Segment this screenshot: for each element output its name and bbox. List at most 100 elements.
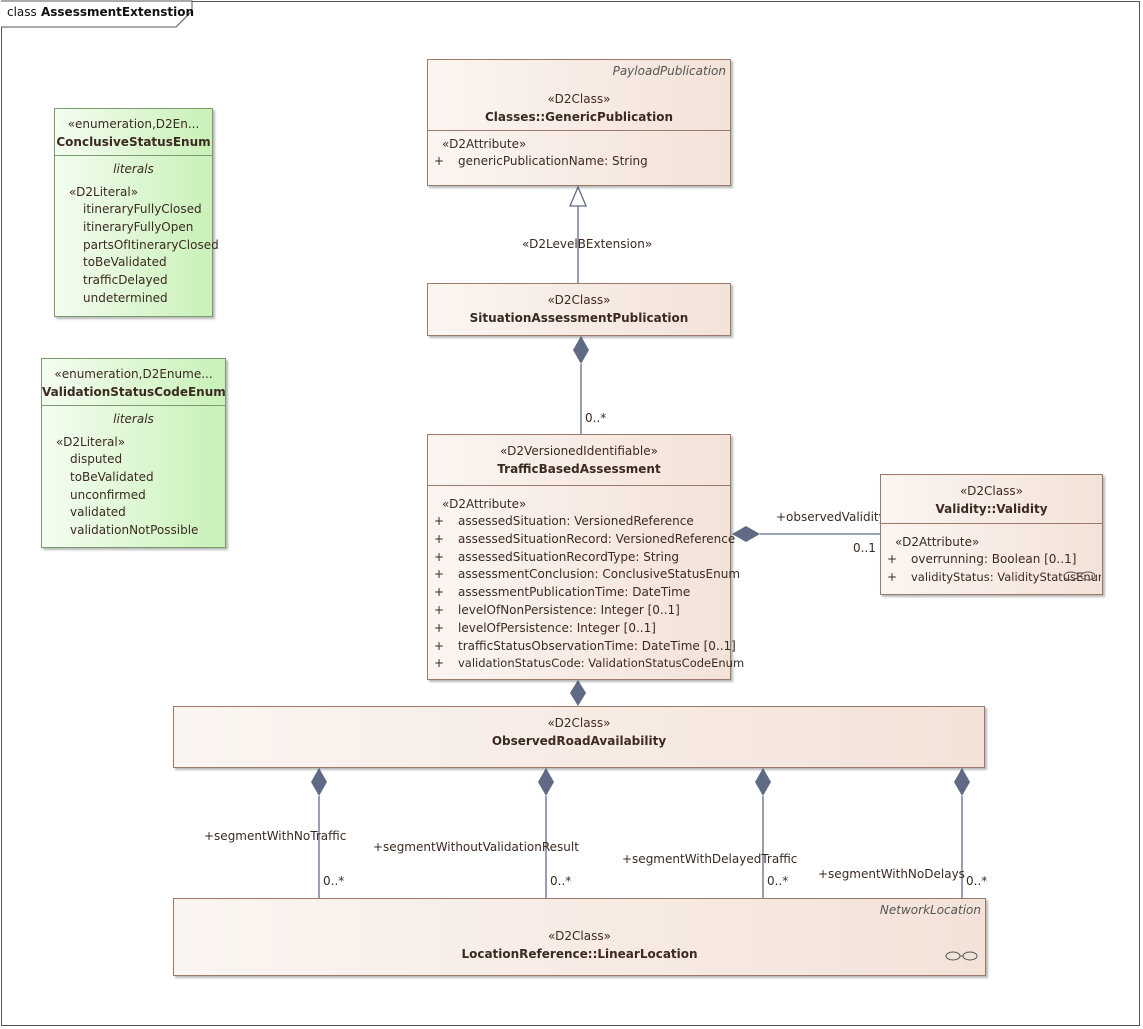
- composition-diamond-road-availability: [570, 680, 586, 706]
- attribute-text: validationStatusCode: ValidationStatusCo…: [458, 656, 745, 671]
- traffic-based-assessment-class[interactable]: «D2VersionedIdentifiable» TrafficBasedAs…: [427, 434, 744, 680]
- generic-publication-stereotype: «D2Class»: [547, 92, 611, 106]
- conclusive-status-literal-stereotype: «D2Literal»: [69, 185, 139, 199]
- attribute-row: + levelOfPersistence: Integer [0..1]: [428, 620, 730, 638]
- generic-publication-class[interactable]: PayloadPublication «D2Class» Classes::Ge…: [427, 59, 731, 186]
- situation-assessment-publication-class[interactable]: «D2Class» SituationAssessmentPublication: [427, 283, 731, 336]
- generalization-label: «D2LevelBExtension»: [522, 237, 653, 251]
- attribute-row: +overrunning: Boolean [0..1]: [881, 551, 1102, 569]
- validity-stereotype: «D2Class»: [960, 484, 1023, 498]
- segment-delayed-traffic-role: +segmentWithDelayedTraffic: [622, 852, 798, 866]
- conclusive-status-literal: undetermined: [83, 290, 168, 305]
- validation-status-literal: toBeValidated: [70, 469, 154, 484]
- validity-class[interactable]: «D2Class» Validity::Validity «D2Attribut…: [880, 474, 1103, 595]
- attribute-row: +assessmentPublicationTime: DateTime: [428, 584, 730, 602]
- attribute-text: assessmentPublicationTime: DateTime: [458, 585, 691, 600]
- visibility-marker: +: [434, 514, 445, 528]
- attribute-text: trafficStatusObservationTime: DateTime […: [458, 638, 736, 653]
- conclusive-status-enum-stereotype: «enumeration,D2En...: [67, 117, 200, 131]
- linear-location-class[interactable]: NetworkLocation «D2Class» LocationRefere…: [173, 898, 986, 976]
- validation-status-literals-title: literals: [113, 412, 154, 426]
- situation-assessment-publication-header: «D2Class» SituationAssessmentPublication: [428, 284, 730, 327]
- traffic-based-assessment-stereotype: «D2VersionedIdentifiable»: [500, 444, 658, 458]
- segment-without-validation-role: +segmentWithoutValidationResult: [373, 840, 579, 854]
- attribute-row: + assessedSituationRecordType: String: [428, 549, 730, 567]
- observed-road-availability-class[interactable]: «D2Class» ObservedRoadAvailability: [173, 706, 985, 768]
- frame-keyword: class: [7, 5, 37, 19]
- attribute-text: assessedSituationRecord: VersionedRefere…: [458, 531, 736, 546]
- visibility-marker: +: [434, 154, 445, 168]
- attribute-text: levelOfNonPersistence: Integer [0..1]: [458, 602, 680, 617]
- observed-road-availability-header: «D2Class» ObservedRoadAvailability: [174, 707, 984, 750]
- conclusive-status-enum-name: ConclusiveStatusEnum: [56, 135, 211, 149]
- segment-no-traffic-role: +segmentWithNoTraffic: [204, 829, 347, 843]
- attribute-row: + levelOfNonPersistence: Integer [0..1]: [428, 602, 730, 620]
- composition-diamond-records: [573, 336, 589, 364]
- validation-status-enum-name: ValidationStatusCodeEnum: [42, 385, 226, 399]
- validation-status-literal: unconfirmed: [70, 487, 146, 502]
- visibility-marker: +: [434, 620, 445, 635]
- situation-assessment-publication-name: SituationAssessmentPublication: [469, 311, 689, 325]
- validation-status-enum-box[interactable]: «enumeration,D2Enume... ValidationStatus…: [41, 358, 226, 548]
- validation-status-enum-stereotype: «enumeration,D2Enume...: [54, 367, 213, 381]
- validation-status-literal: validationNotPossible: [70, 523, 199, 538]
- composition-diamond-without-validation: [538, 768, 554, 796]
- validation-status-enum-header: «enumeration,D2Enume... ValidationStatus…: [42, 359, 226, 406]
- validity-header: «D2Class» Validity::Validity: [881, 475, 1102, 524]
- composition-diamond-no-delays: [954, 768, 970, 796]
- traffic-based-assessment-attr-stereotype: «D2Attribute»: [442, 497, 527, 511]
- observed-validity-multiplicity: 0..1: [853, 541, 876, 555]
- visibility-marker: +: [434, 602, 445, 617]
- validity-attr-stereotype: «D2Attribute»: [895, 535, 980, 549]
- frame-tab: [1, 0, 193, 28]
- conclusive-status-literal: partsOfItineraryClosed: [83, 237, 219, 252]
- link-icon: [1063, 571, 1096, 581]
- attribute-row: + assessmentConclusion: ConclusiveStatusE…: [428, 566, 740, 584]
- situation-assessment-publication-stereotype: «D2Class»: [547, 293, 611, 307]
- link-icon: [945, 951, 978, 961]
- segment-without-validation-multiplicity: 0..*: [550, 874, 572, 888]
- attribute-text: validityStatus: ValidityStatusEnum: [911, 569, 1101, 584]
- attribute-text: assessmentConclusion: ConclusiveStatusEn…: [458, 567, 741, 582]
- attribute-row: + genericPublicationName: String: [428, 153, 730, 171]
- visibility-marker: +: [434, 549, 445, 564]
- visibility-marker: +: [434, 567, 445, 582]
- visibility-marker: +: [887, 569, 898, 584]
- generic-publication-header: PayloadPublication «D2Class» Classes::Ge…: [428, 60, 730, 131]
- validation-status-literal: disputed: [70, 452, 123, 466]
- traffic-based-assessment-name: TrafficBasedAssessment: [497, 462, 661, 476]
- conclusive-status-literal: itineraryFullyClosed: [83, 202, 202, 216]
- generic-publication-package: PayloadPublication: [612, 64, 726, 78]
- visibility-marker: +: [434, 638, 445, 653]
- conclusive-status-literal: trafficDelayed: [83, 273, 168, 288]
- linear-location-header: NetworkLocation «D2Class» LocationRefere…: [174, 899, 985, 963]
- attribute-row: + trafficStatusObservationTime: DateTime …: [428, 638, 736, 656]
- validation-status-literal-stereotype: «D2Literal»: [56, 435, 126, 449]
- attribute-row: + validationStatusCode: ValidationStatusC…: [428, 655, 744, 673]
- composition-diamond-validity: [732, 526, 760, 542]
- conclusive-status-enum-box[interactable]: «enumeration,D2En... ConclusiveStatusEnu…: [54, 108, 219, 317]
- composition-diamond-delayed-traffic: [755, 768, 771, 796]
- attribute-text: assessedSituationRecordType: String: [458, 549, 680, 564]
- conclusive-status-literals-title: literals: [113, 162, 154, 176]
- linear-location-stereotype: «D2Class»: [548, 929, 611, 943]
- frame-title: class AssessmentExtenstion: [7, 5, 194, 19]
- observed-validity-role: +observedValidity: [776, 510, 886, 524]
- generalization-arrowhead: [569, 185, 587, 207]
- segment-no-delays-multiplicity: 0..*: [966, 874, 988, 888]
- linear-location-package: NetworkLocation: [879, 903, 981, 917]
- visibility-marker: +: [434, 531, 445, 546]
- segment-no-traffic-multiplicity: 0..*: [323, 874, 345, 888]
- linear-location-name: LocationReference::LinearLocation: [461, 947, 698, 961]
- attribute-row: + validityStatus: ValidityStatusEnum: [881, 569, 1101, 587]
- observed-road-availability-name: ObservedRoadAvailability: [491, 734, 667, 748]
- attribute-row: +assessedSituation: VersionedReference: [428, 513, 730, 531]
- visibility-marker: +: [434, 656, 445, 671]
- attribute-text: levelOfPersistence: Integer [0..1]: [458, 620, 656, 635]
- composition-diamond-no-traffic: [311, 768, 327, 796]
- observed-road-availability-stereotype: «D2Class»: [547, 716, 611, 730]
- validity-name: Validity::Validity: [935, 502, 1048, 516]
- conclusive-status-literal: toBeValidated: [83, 255, 167, 270]
- attribute-text: genericPublicationName: String: [458, 154, 648, 168]
